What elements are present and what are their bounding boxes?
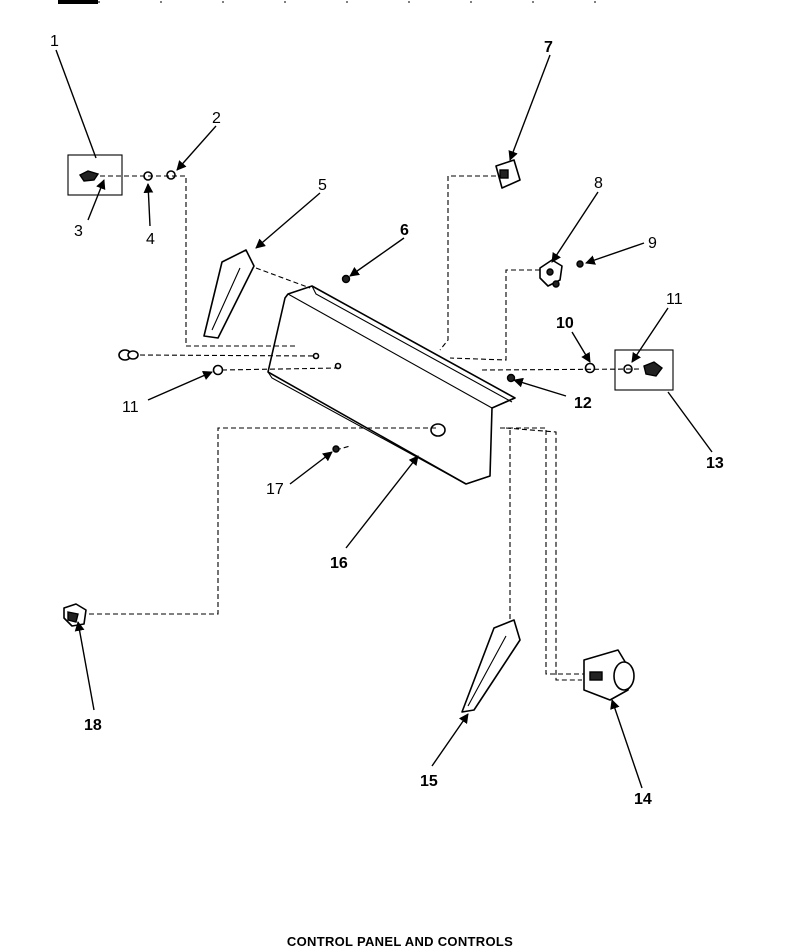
- knob-assembly-right: [584, 349, 674, 391]
- callout-2: 2: [212, 110, 221, 127]
- side-bracket-right: [461, 619, 521, 713]
- control-panel: [267, 285, 516, 485]
- callout-6: 6: [400, 222, 409, 239]
- screw-12: [506, 373, 516, 383]
- callout-12: 12: [574, 395, 592, 412]
- callout-16: 16: [330, 555, 348, 572]
- screw-9: [576, 260, 584, 268]
- side-bracket-left: [203, 249, 255, 339]
- header-fragment: [58, 0, 640, 4]
- knob-18: [63, 603, 87, 627]
- callout-9: 9: [648, 235, 657, 252]
- screw-6: [341, 274, 351, 284]
- callout-17: 17: [266, 481, 284, 498]
- callout-11-left: 11: [122, 399, 139, 416]
- callout-14: 14: [634, 791, 652, 808]
- callout-8: 8: [594, 175, 603, 192]
- screw-17: [332, 445, 340, 453]
- callout-3: 3: [74, 223, 83, 240]
- timer-14: [583, 649, 635, 701]
- callout-18: 18: [84, 717, 102, 734]
- callout-13: 13: [706, 455, 724, 472]
- leader-lines: [55, 49, 713, 789]
- callout-labels: 1 2 3 4 5 6 7 8 9 10 11 11 12 13 14 15 1…: [50, 33, 724, 808]
- callout-1: 1: [50, 33, 59, 50]
- switch-8: [539, 259, 563, 288]
- knob-shaft-left: [118, 349, 342, 376]
- callout-10: 10: [556, 315, 574, 332]
- knob-assembly-left: [67, 154, 176, 196]
- switch-7: [495, 159, 521, 189]
- callout-4: 4: [146, 231, 155, 248]
- callout-5: 5: [318, 177, 327, 194]
- callout-11-right: 11: [666, 291, 683, 308]
- diagram-caption: CONTROL PANEL AND CONTROLS: [286, 934, 514, 949]
- callout-7: 7: [544, 39, 553, 56]
- callout-15: 15: [420, 773, 438, 790]
